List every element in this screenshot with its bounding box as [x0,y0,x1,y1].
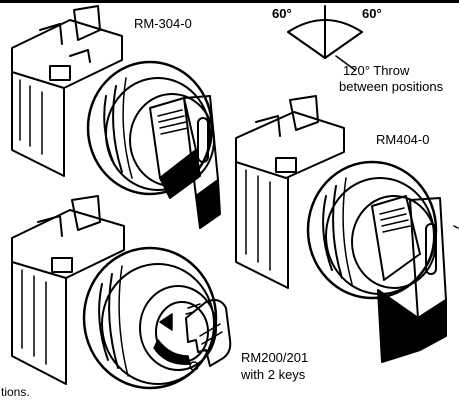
switch-rm200-201 [11,195,232,390]
angle-left-label: 60° [272,6,292,21]
label-rm200-line2: with 2 keys [241,367,306,382]
throw-label-line2: between positions [339,79,444,94]
edge-mark [453,225,459,229]
footer-text-fragment: tions. [1,385,30,399]
label-rm404: RM404-0 [376,132,430,147]
label-rm200-line1: RM200/201 [241,350,309,365]
throw-label-line1: 120° Throw [343,63,410,78]
throw-angle-diagram [287,5,363,71]
switch-rm304 [11,5,221,229]
switch-rm404 [235,95,447,363]
label-rm304: RM-304-0 [134,16,192,31]
angle-right-label: 60° [362,6,382,21]
top-border-line [0,0,459,3]
